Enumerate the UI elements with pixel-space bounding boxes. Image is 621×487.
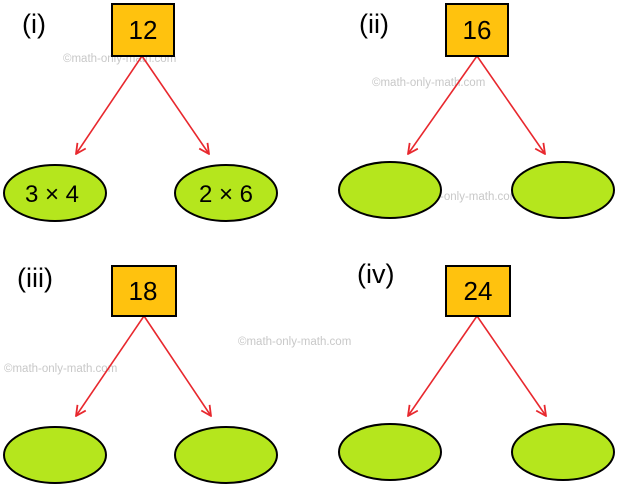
number-box-iii <box>111 265 177 317</box>
problem-label-iv: (iv) <box>357 259 394 289</box>
right-factor-i: 2 × 6 <box>199 181 253 208</box>
right-oval-ii[interactable] <box>511 161 615 219</box>
right-oval-i[interactable] <box>174 164 278 222</box>
left-oval-iv[interactable] <box>338 423 442 481</box>
right-oval-iv[interactable] <box>511 423 615 481</box>
left-oval-i[interactable] <box>3 164 107 222</box>
right-arrow-i <box>141 55 209 154</box>
right-arrow-iv <box>476 315 546 416</box>
factor-tree-i: (i) 12 3 × 4 2 × 6 <box>3 3 278 222</box>
left-arrow-iii <box>76 315 145 416</box>
left-oval-iii[interactable] <box>3 426 107 484</box>
left-arrow-i <box>76 55 143 154</box>
number-box-ii <box>445 3 509 57</box>
watermark-5: ©math-only-math.com <box>4 363 117 375</box>
watermark-2: ©math-only-math.com <box>372 77 485 89</box>
right-oval-iii[interactable] <box>174 426 278 484</box>
left-arrow-iv <box>408 315 478 416</box>
number-box-iv <box>445 265 511 317</box>
left-arrow-ii <box>408 55 478 154</box>
left-oval-ii[interactable] <box>338 161 442 219</box>
number-iv: 24 <box>464 276 493 306</box>
number-box-i <box>111 3 175 57</box>
number-i: 12 <box>129 15 158 45</box>
factor-tree-iv: (iv) 24 <box>338 259 615 481</box>
number-ii: 16 <box>463 15 492 45</box>
watermark-4: ©math-only-math.com <box>238 336 351 348</box>
factor-tree-ii: (ii) 16 <box>338 3 615 219</box>
factor-tree-iii: (iii) 18 <box>3 263 278 484</box>
right-arrow-iii <box>143 315 211 416</box>
problem-label-ii: (ii) <box>359 9 389 39</box>
problem-label-iii: (iii) <box>17 263 53 293</box>
problem-label-i: (i) <box>22 9 46 39</box>
number-iii: 18 <box>129 276 158 306</box>
left-factor-i: 3 × 4 <box>25 181 79 208</box>
right-arrow-ii <box>476 55 545 154</box>
